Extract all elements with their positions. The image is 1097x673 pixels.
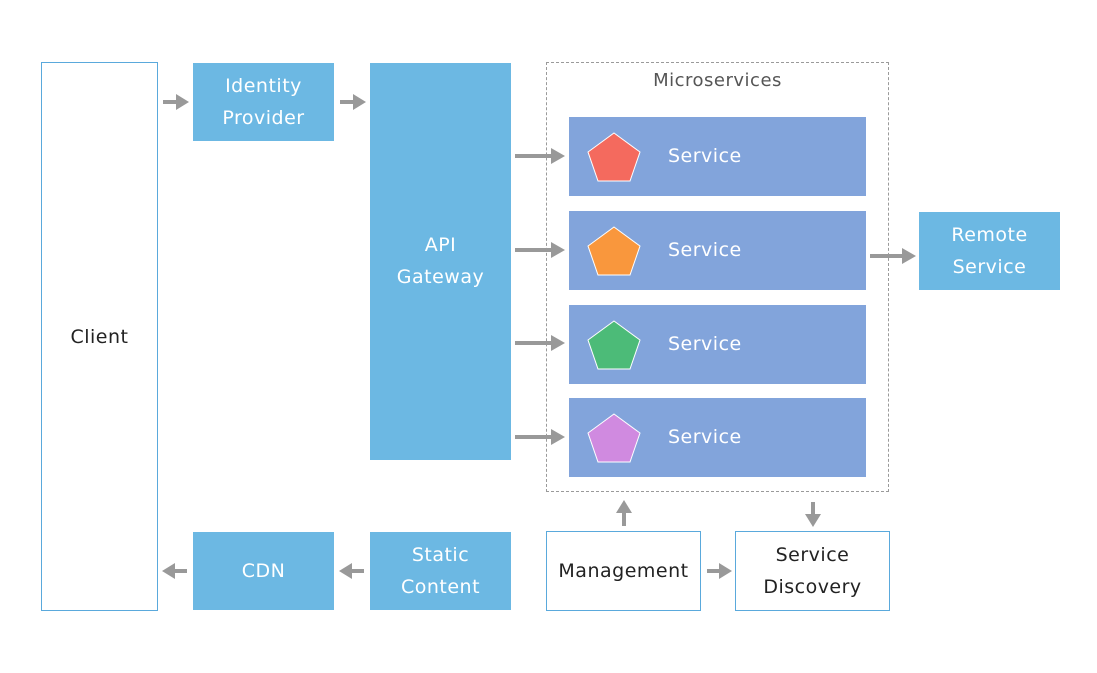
- pentagon-icon: [587, 413, 641, 463]
- arrow-identity-to-gateway: [340, 94, 366, 110]
- arrow-microservices-to-discovery: [805, 502, 821, 527]
- cdn-box: CDN: [193, 532, 334, 610]
- management-box: Management: [546, 531, 701, 611]
- arrow-management-to-microservices: [616, 500, 632, 526]
- static-content-label: Static Content: [400, 544, 481, 598]
- arrow-gateway-to-service-3: [515, 335, 565, 351]
- arrow-cdn-to-client: [162, 563, 187, 579]
- service-label: Service: [668, 333, 742, 355]
- pentagon-shape: [587, 413, 641, 463]
- service-discovery-label: Service Discovery: [763, 544, 862, 598]
- pentagon-icon: [587, 320, 641, 370]
- service-row: Service: [569, 398, 866, 477]
- arrow-service-to-remote: [870, 248, 916, 264]
- service-label: Service: [668, 426, 742, 448]
- pentagon-shape: [587, 132, 641, 182]
- microservices-group: [546, 62, 889, 492]
- service-row: Service: [569, 211, 866, 290]
- pentagon-shape: [587, 320, 641, 370]
- service-discovery-box: Service Discovery: [735, 531, 890, 611]
- arrow-gateway-to-service-4: [515, 429, 565, 445]
- management-label: Management: [558, 560, 689, 582]
- identity-provider-box: Identity Provider: [193, 63, 334, 141]
- arrow-client-to-identity: [163, 94, 189, 110]
- arrow-gateway-to-service-2: [515, 242, 565, 258]
- static-content-box: Static Content: [370, 532, 511, 610]
- microservices-title: Microservices: [653, 70, 782, 91]
- client-box: Client: [41, 62, 158, 611]
- remote-service-box: Remote Service: [919, 212, 1060, 290]
- pentagon-icon: [587, 226, 641, 276]
- arrow-static-to-cdn: [339, 563, 364, 579]
- arrow-gateway-to-service-1: [515, 148, 565, 164]
- client-label: Client: [70, 325, 129, 348]
- remote-service-label: Remote Service: [951, 224, 1028, 278]
- service-row: Service: [569, 305, 866, 384]
- pentagon-shape: [587, 226, 641, 276]
- service-label: Service: [668, 145, 742, 167]
- arrow-management-to-discovery: [707, 563, 732, 579]
- api-gateway-box: API Gateway: [370, 63, 511, 460]
- service-label: Service: [668, 239, 742, 261]
- identity-provider-label: Identity Provider: [222, 75, 305, 129]
- service-row: Service: [569, 117, 866, 196]
- cdn-label: CDN: [241, 560, 286, 582]
- api-gateway-label: API Gateway: [396, 234, 485, 288]
- pentagon-icon: [587, 132, 641, 182]
